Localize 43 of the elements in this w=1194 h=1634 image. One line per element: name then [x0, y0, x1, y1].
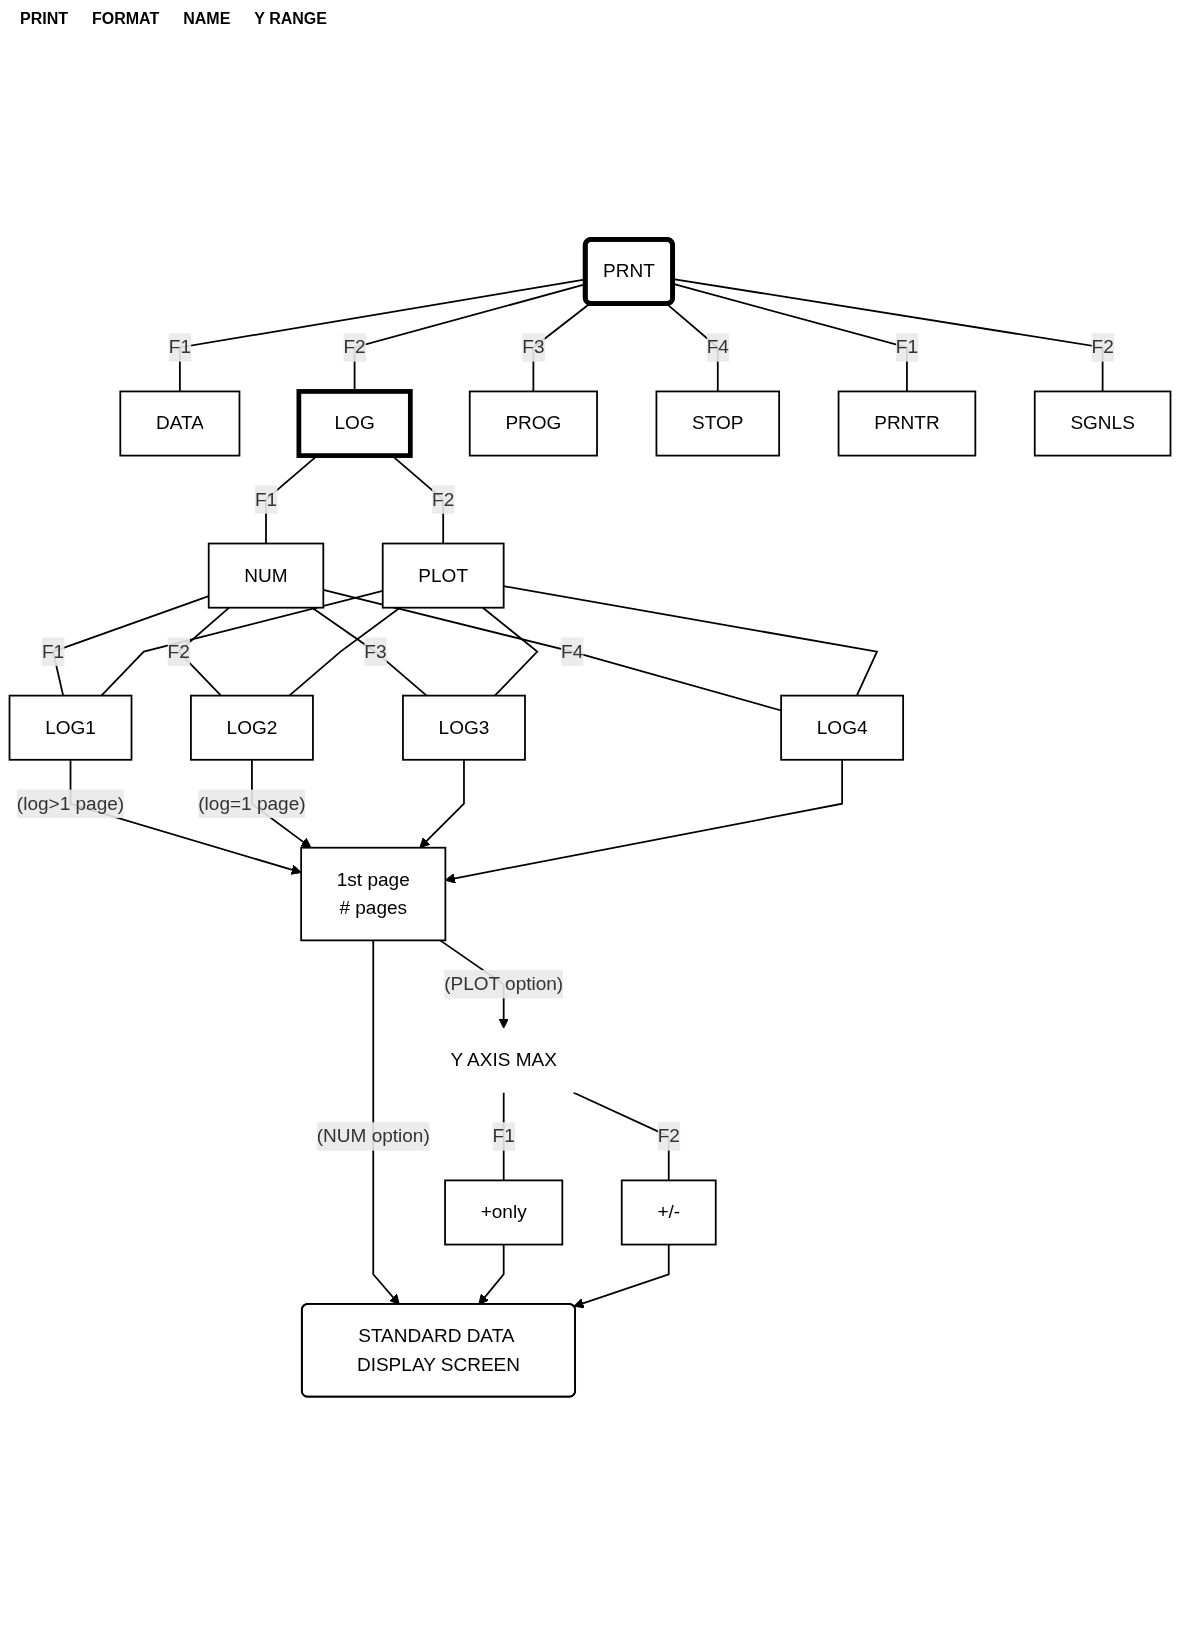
edge-label: (PLOT option) [444, 973, 564, 994]
node-box: LOG [296, 389, 413, 458]
branch-label: Y RANGE [254, 10, 327, 28]
edge-label: F1 [41, 640, 65, 662]
edge-label: F1 [254, 488, 278, 510]
edge-label: (log>1 page) [16, 793, 125, 814]
edge-label: F2 [1091, 336, 1114, 357]
edge-label: F3 [522, 336, 545, 357]
arrow [419, 758, 465, 849]
branch-label: PRINT [20, 10, 68, 28]
node-box: NUM [207, 542, 325, 609]
connector [311, 606, 428, 697]
arrow [573, 1243, 670, 1309]
connector [288, 606, 401, 697]
branch-label: NAME [183, 10, 231, 28]
node-box: PLOT [381, 542, 505, 609]
node-box: LOG3 [402, 694, 526, 761]
node-box: +only [444, 1179, 564, 1246]
node-box: 1st page # pages [300, 846, 447, 942]
edge-label: F2 [343, 336, 366, 357]
edge-label: F1 [168, 336, 191, 357]
edge-label: F4 [706, 336, 729, 357]
node-box: STOP [655, 390, 781, 457]
edge-label: (log=1 page) [198, 793, 306, 814]
node-box: PROG [468, 390, 598, 457]
edge-label: F1 [895, 336, 919, 357]
node-box: LOG2 [190, 694, 314, 761]
node-box: DATA [119, 390, 241, 457]
branch-label: FORMAT [92, 10, 160, 28]
connector [482, 606, 539, 697]
node-box: +/- [620, 1179, 717, 1246]
edge-label: (NUM option) [316, 1125, 430, 1146]
edge-label: F3 [364, 640, 387, 662]
node-box: LOG1 [8, 694, 133, 761]
edge-label: F2 [657, 1125, 680, 1146]
node-text: Y AXIS MAX [450, 1049, 557, 1070]
edge-label: F2 [432, 488, 455, 510]
node-box: LOG4 [780, 694, 904, 761]
node-box: PRNTR [837, 390, 977, 457]
edge-label: F2 [167, 640, 190, 662]
edge-label: F4 [561, 640, 584, 662]
edge-label: F1 [492, 1125, 515, 1146]
node-box: SGNLS [1033, 390, 1172, 457]
